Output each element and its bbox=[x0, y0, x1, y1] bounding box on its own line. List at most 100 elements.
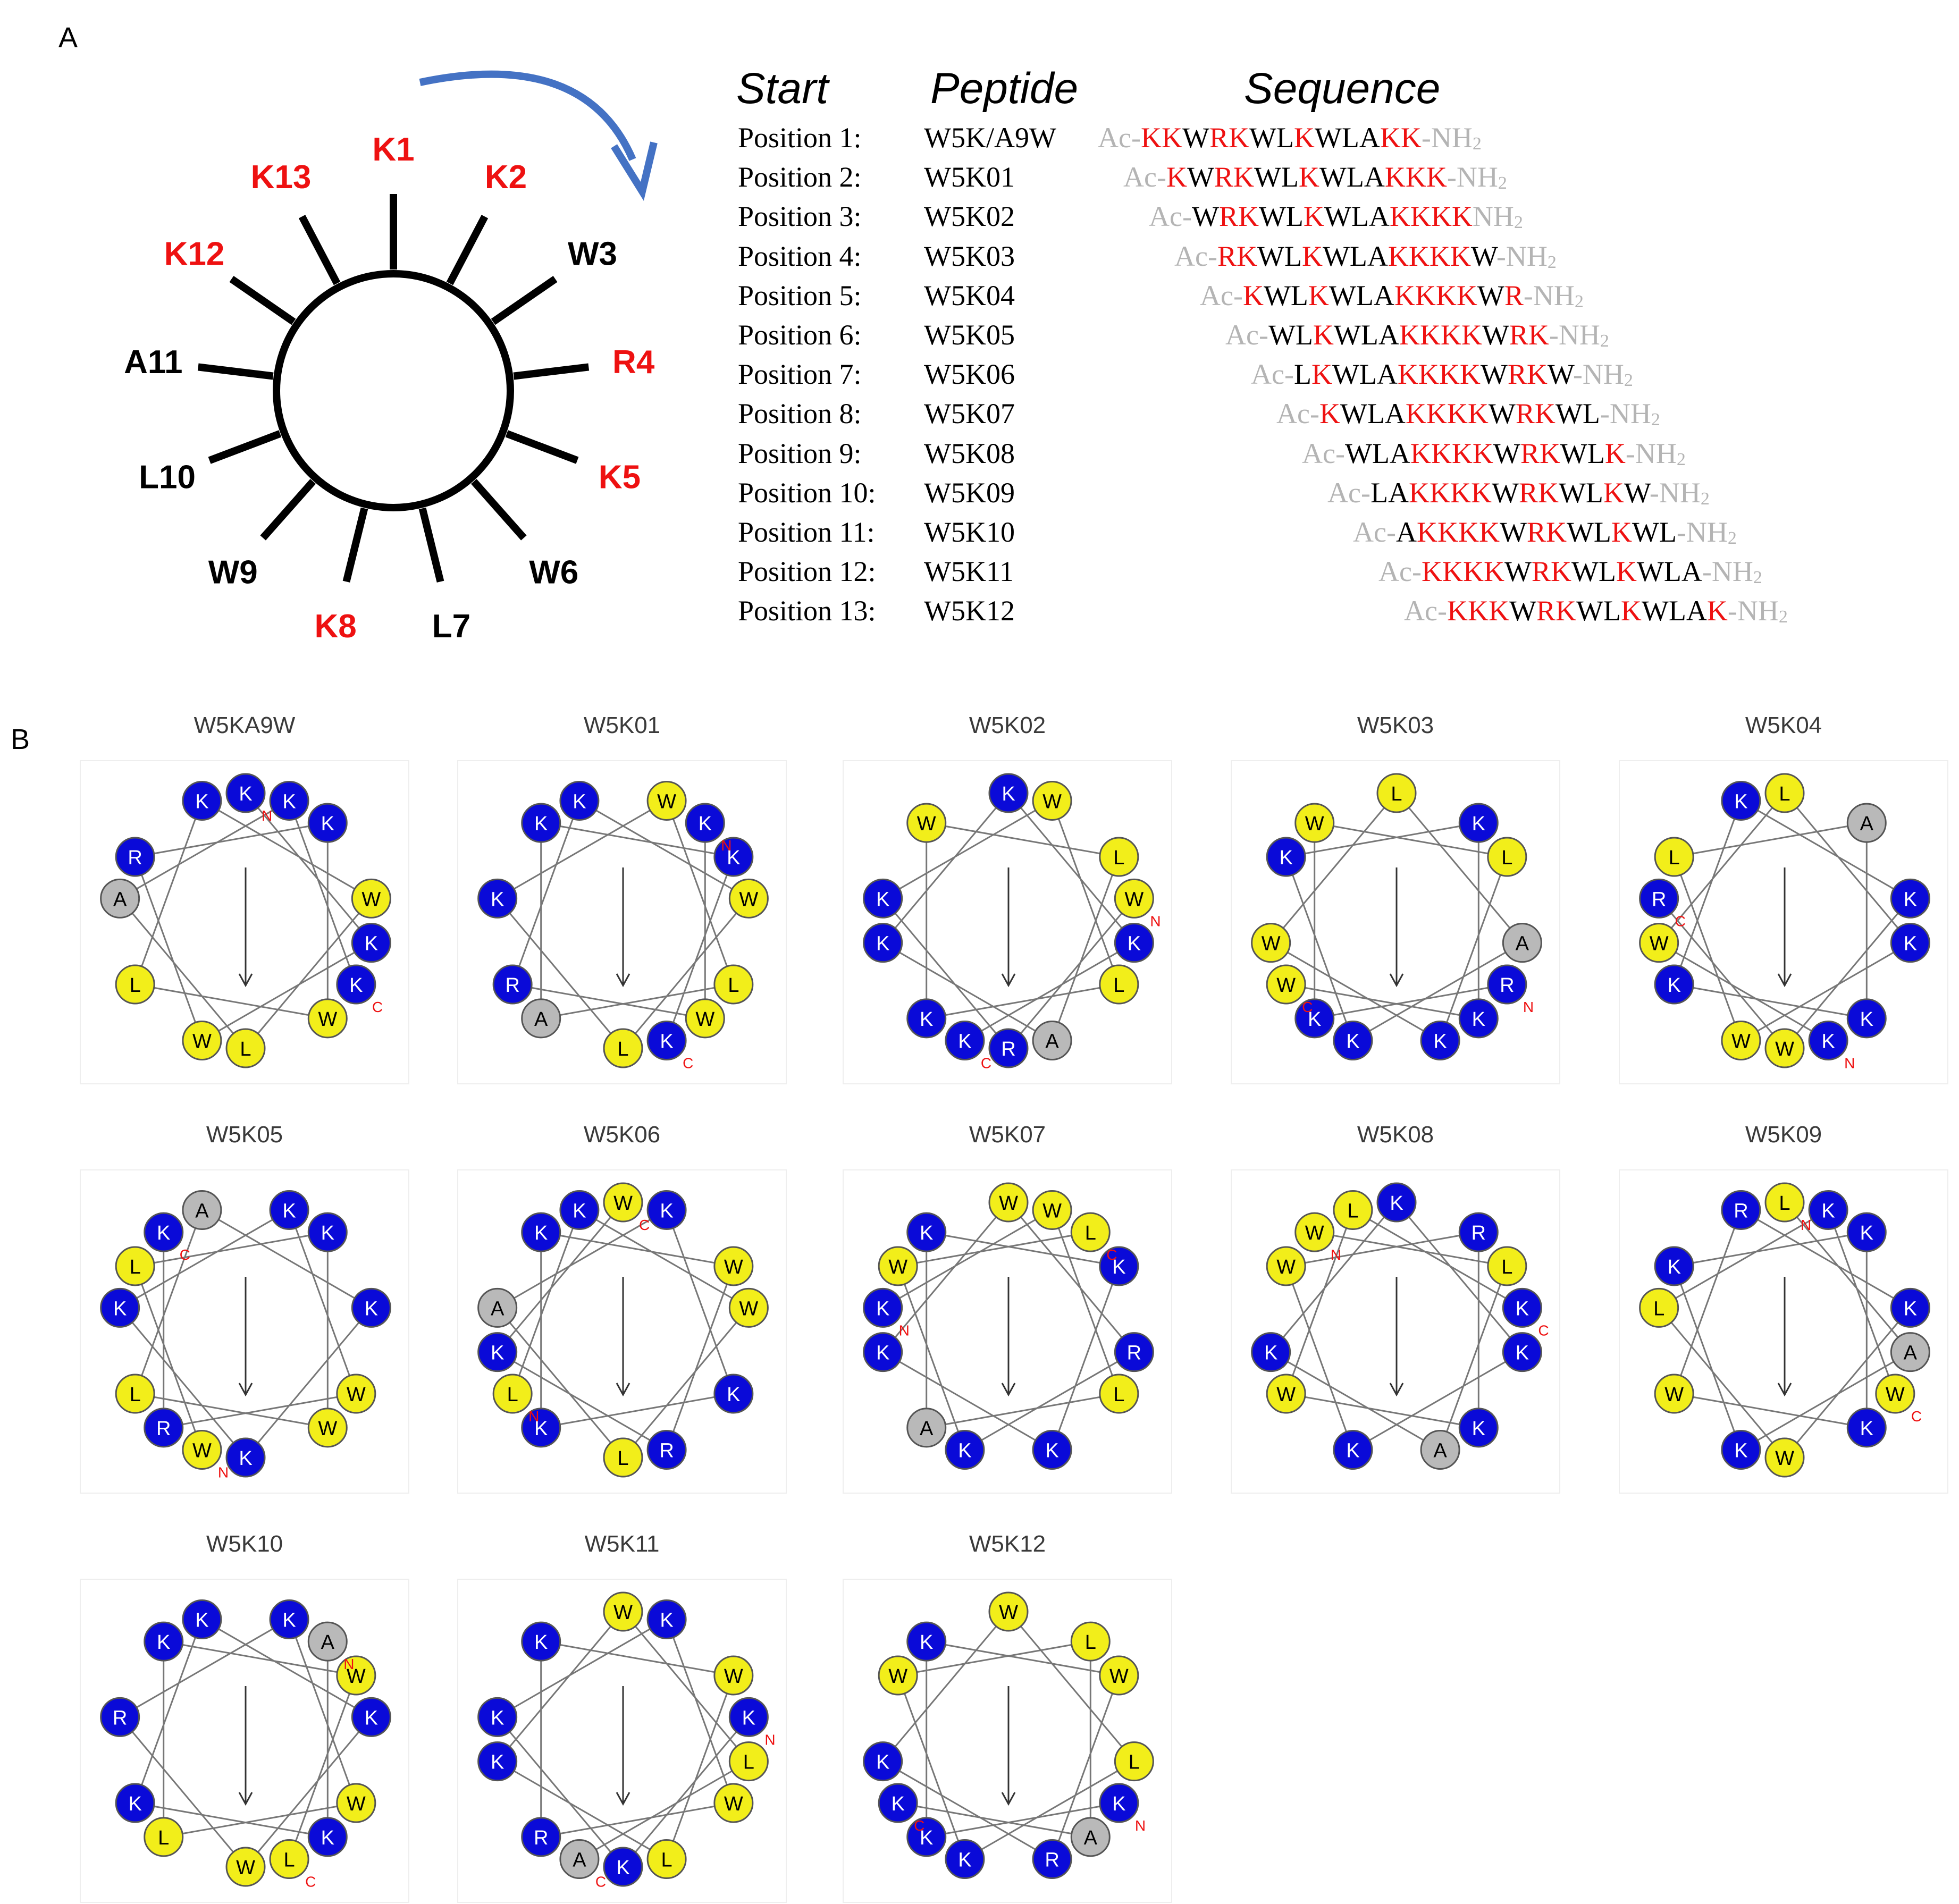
wheel-title: W5K01 bbox=[583, 712, 661, 738]
svg-text:L: L bbox=[1653, 1298, 1664, 1320]
svg-text:K: K bbox=[958, 1849, 971, 1872]
residue-w: W bbox=[1875, 1374, 1915, 1414]
wheel-spoke-w9: W9 bbox=[208, 479, 316, 591]
residue-w: W bbox=[713, 1655, 754, 1696]
row-position: Position 1: bbox=[738, 122, 862, 154]
residue-w: W bbox=[646, 780, 687, 821]
svg-text:K: K bbox=[920, 1827, 933, 1849]
wheel-spoke-r4: R4 bbox=[513, 344, 655, 381]
wheel-title: W5KA9W bbox=[194, 712, 296, 738]
seq-suffix-sub: 2 bbox=[1651, 410, 1660, 430]
wheel-title: W5K02 bbox=[969, 712, 1046, 738]
svg-text:K: K bbox=[1516, 1342, 1529, 1364]
residue-k: K bbox=[1032, 1430, 1072, 1470]
seq-prefix: Ac- bbox=[1276, 398, 1319, 430]
svg-text:W: W bbox=[1276, 1256, 1296, 1278]
svg-text:L: L bbox=[240, 1038, 251, 1060]
seq-suffix: -NH bbox=[1421, 122, 1473, 154]
residue-k: K bbox=[1458, 998, 1499, 1039]
residue-w: W bbox=[307, 1408, 348, 1448]
residue-r: R bbox=[1639, 878, 1679, 919]
svg-text:W: W bbox=[724, 1665, 743, 1688]
residue-r: R bbox=[100, 1697, 140, 1737]
residue-l: L bbox=[1070, 1212, 1111, 1252]
row-position: Position 9: bbox=[738, 437, 862, 469]
residue-w: W bbox=[336, 1655, 376, 1696]
residue-l: L bbox=[1333, 1190, 1373, 1230]
svg-text:W: W bbox=[695, 1008, 714, 1031]
svg-text:L: L bbox=[158, 1827, 169, 1849]
residue-w: W bbox=[728, 878, 769, 919]
residue-w: W bbox=[351, 878, 391, 919]
seq-suffix: -NH bbox=[1573, 358, 1624, 391]
row-sequence: Ac-LAKKKKWRKWLKW-NH2 bbox=[1327, 476, 1710, 509]
seq-prefix: Ac- bbox=[1251, 358, 1294, 391]
residue-k: K bbox=[115, 1783, 155, 1823]
svg-text:K: K bbox=[876, 1751, 889, 1774]
svg-text:L: L bbox=[1085, 1222, 1096, 1244]
svg-text:K: K bbox=[1390, 1192, 1403, 1215]
c-terminus-label: C bbox=[595, 1874, 606, 1890]
svg-text:K: K bbox=[1346, 1031, 1359, 1053]
svg-text:K: K bbox=[1472, 813, 1485, 835]
svg-text:W: W bbox=[917, 813, 936, 835]
row-sequence: Ac-RKWLKWLAKKKKW-NH2 bbox=[1174, 240, 1557, 273]
seq-residues: KWLAKKKKWRKWL bbox=[1319, 398, 1600, 430]
residue-k: K bbox=[1420, 1021, 1460, 1061]
header-peptide: Peptide bbox=[930, 64, 1079, 113]
svg-text:W: W bbox=[739, 888, 758, 911]
svg-text:K: K bbox=[282, 790, 296, 813]
residue-k: K bbox=[336, 964, 376, 1005]
seq-suffix-sub: 2 bbox=[1547, 252, 1557, 272]
residue-a: A bbox=[521, 998, 561, 1039]
residue-k: K bbox=[477, 1332, 518, 1372]
panel-a-label: A bbox=[58, 22, 78, 54]
seq-residues: KWLKWLAKKKKWR bbox=[1242, 279, 1524, 311]
svg-text:A: A bbox=[1045, 1031, 1059, 1053]
residue-k: K bbox=[713, 1374, 754, 1414]
residue-k: K bbox=[1333, 1021, 1373, 1061]
residue-a: A bbox=[1502, 923, 1542, 963]
residue-w: W bbox=[1266, 1246, 1306, 1286]
wheel-title: W5K12 bbox=[969, 1531, 1046, 1557]
residue-k: K bbox=[1654, 1246, 1694, 1286]
seq-suffix-sub: 2 bbox=[1700, 488, 1710, 509]
seq-prefix: Ac- bbox=[1353, 516, 1396, 548]
residue-l: L bbox=[1099, 1374, 1139, 1414]
row-peptide: W5K09 bbox=[924, 476, 1015, 509]
svg-text:R: R bbox=[1001, 1038, 1015, 1060]
residue-l: L bbox=[728, 1741, 769, 1782]
svg-text:K: K bbox=[660, 1609, 673, 1631]
residue-k: K bbox=[1846, 1408, 1887, 1448]
wheel-title: W5K03 bbox=[1357, 712, 1434, 738]
wheel-spoke-w6: W6 bbox=[470, 479, 578, 591]
svg-text:W: W bbox=[347, 1793, 366, 1815]
svg-text:K: K bbox=[699, 813, 712, 835]
svg-text:L: L bbox=[130, 1256, 141, 1278]
svg-text:A: A bbox=[1084, 1827, 1098, 1849]
residue-w: W bbox=[182, 1430, 222, 1470]
residue-k: K bbox=[351, 1697, 391, 1737]
residue-k: K bbox=[477, 878, 518, 919]
seq-prefix: Ac- bbox=[1327, 476, 1371, 509]
residue-w: W bbox=[1764, 1028, 1805, 1068]
residue-k: K bbox=[1846, 998, 1887, 1039]
wheel-label: A11 bbox=[124, 344, 182, 381]
svg-text:K: K bbox=[321, 813, 334, 835]
wheel-label: R4 bbox=[612, 344, 655, 381]
svg-text:R: R bbox=[1127, 1342, 1141, 1364]
residue-w: W bbox=[1114, 878, 1154, 919]
residue-k: K bbox=[182, 780, 222, 821]
svg-text:W: W bbox=[192, 1440, 212, 1462]
svg-text:K: K bbox=[113, 1298, 127, 1320]
residue-r: R bbox=[988, 1028, 1029, 1068]
svg-text:K: K bbox=[876, 933, 889, 955]
wheel-title: W5K04 bbox=[1745, 712, 1822, 738]
residue-l: L bbox=[115, 1374, 155, 1414]
svg-text:W: W bbox=[1775, 1447, 1794, 1470]
seq-prefix: Ac- bbox=[1149, 200, 1192, 233]
svg-text:K: K bbox=[365, 1298, 378, 1320]
seq-prefix: Ac- bbox=[1174, 240, 1217, 272]
